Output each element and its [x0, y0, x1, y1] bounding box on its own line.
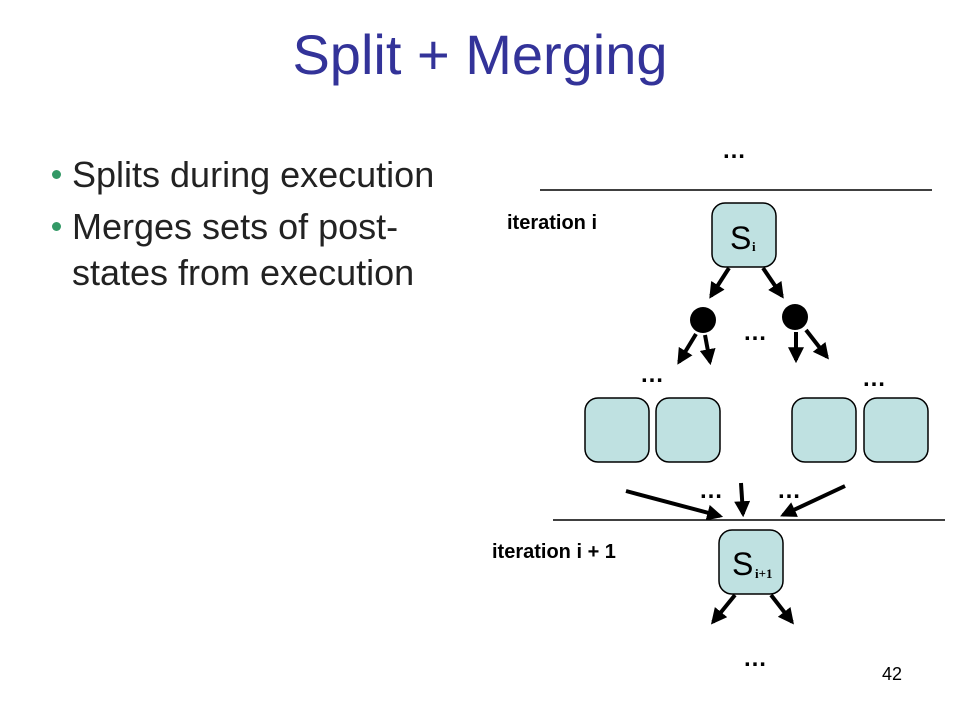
- arrow-out-left: [710, 593, 737, 625]
- state-node-si: [711, 202, 777, 268]
- bullet-text: Merges sets of post-states from executio…: [72, 206, 415, 293]
- arrow-merge-2: [734, 482, 751, 518]
- arrow-merge-1: [625, 489, 724, 521]
- arrow-branch-left-2: [699, 334, 716, 366]
- page-number: 42: [881, 664, 902, 684]
- state-si-next-letter: S: [732, 546, 753, 582]
- bullet-dot-icon: [52, 222, 61, 231]
- bullet-text: Splits during execution: [72, 154, 435, 195]
- branch-point-left: [690, 307, 716, 333]
- next-iteration-label: iteration i + 1: [492, 541, 616, 563]
- ellipsis-merge-left: …: [699, 477, 723, 504]
- post-state-3: [791, 397, 857, 463]
- post-state-4: [863, 397, 929, 463]
- state-node-si-next: [718, 529, 784, 595]
- arrow-split-right: [761, 266, 784, 299]
- arrow-branch-right-2: [804, 328, 829, 360]
- bullet-item: Splits during execution: [52, 152, 490, 198]
- arrow-out-right: [769, 593, 794, 625]
- arrow-branch-left-1: [677, 332, 698, 365]
- arrow-split-left: [709, 266, 731, 299]
- bullet-list: Splits during execution Merges sets of p…: [52, 152, 490, 302]
- ellipsis-left: …: [640, 361, 664, 388]
- iteration-label: iteration i: [507, 212, 597, 234]
- ellipsis-right: …: [862, 365, 886, 392]
- ellipsis-branch: …: [743, 319, 767, 346]
- slide-title: Split + Merging: [292, 23, 668, 86]
- state-si-letter: S: [730, 220, 751, 256]
- arrow-merge-3: [780, 484, 846, 517]
- bullet-dot-icon: [52, 170, 61, 179]
- branch-point-right: [782, 304, 808, 330]
- post-state-1: [584, 397, 650, 463]
- ellipsis-merge-right: …: [777, 477, 801, 504]
- ellipsis-bottom: …: [743, 645, 767, 672]
- post-state-2: [655, 397, 721, 463]
- state-si-next-subscript: i+1: [755, 566, 773, 581]
- state-si-subscript: i: [752, 239, 756, 254]
- bullet-item: Merges sets of post-states from executio…: [52, 204, 490, 296]
- ellipsis-top: …: [722, 137, 746, 164]
